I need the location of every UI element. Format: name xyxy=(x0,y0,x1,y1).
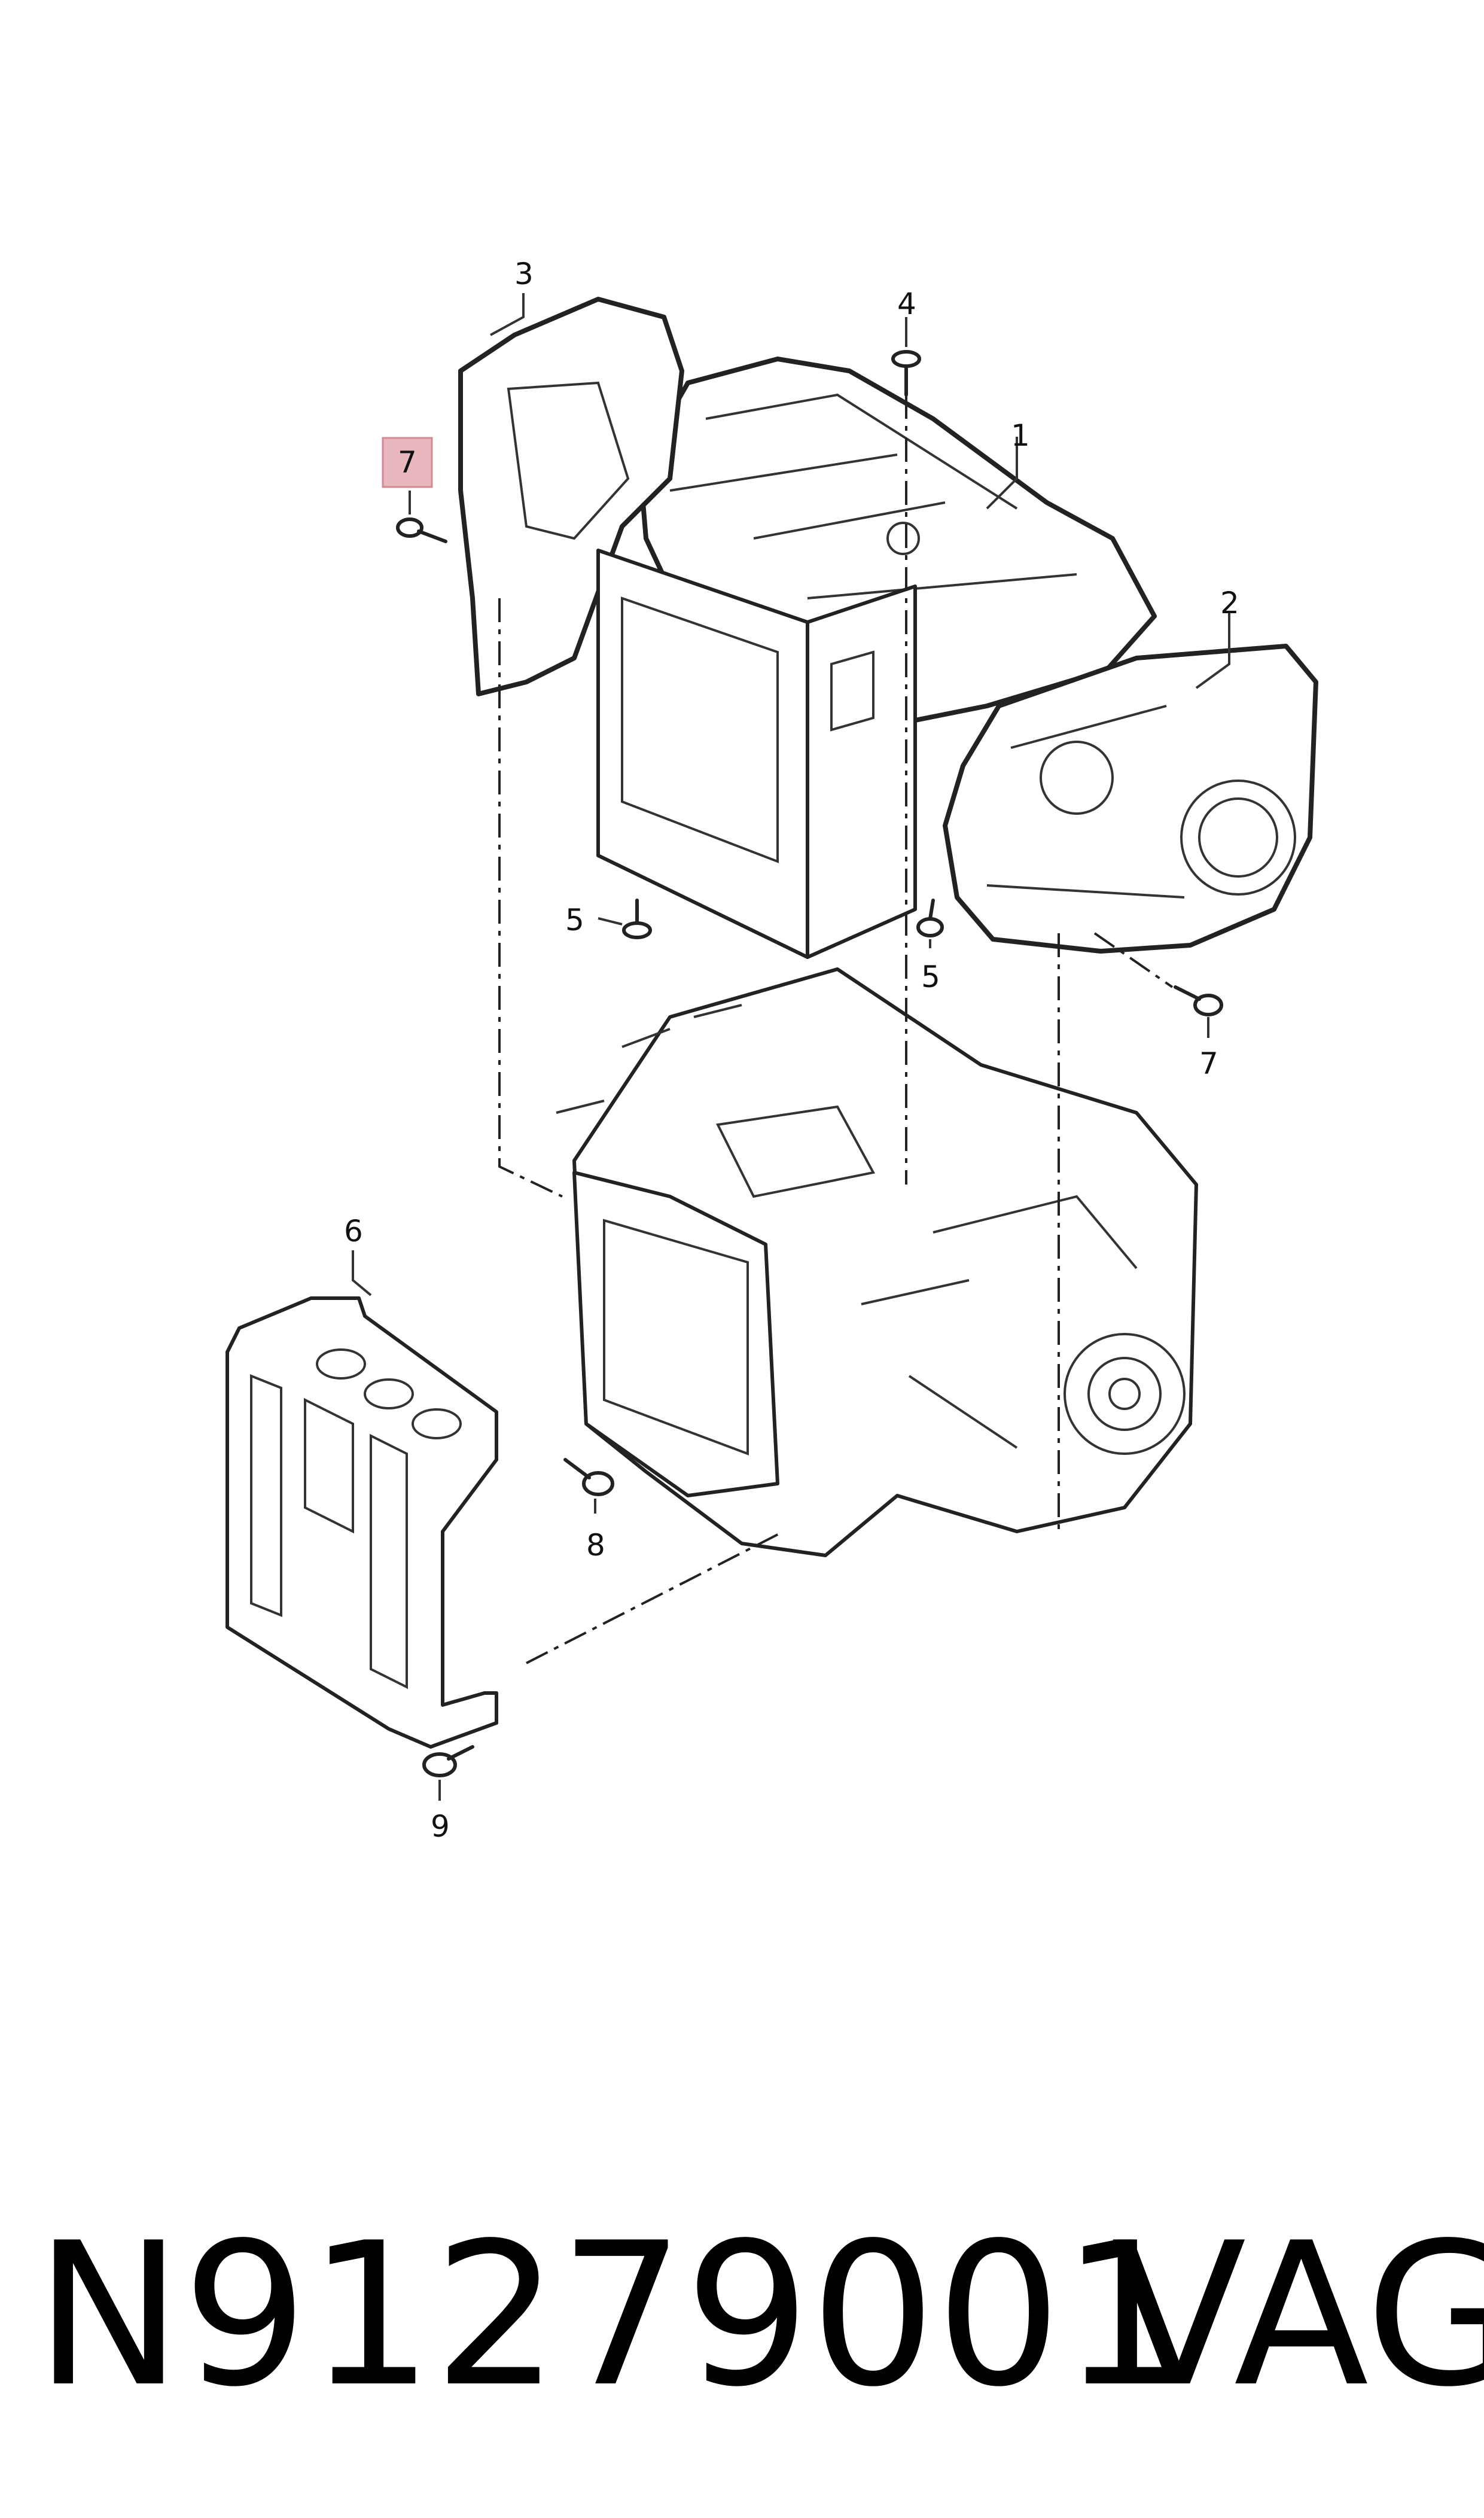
callout-1: 1 xyxy=(1011,418,1030,453)
callout-6: 6 xyxy=(344,1214,363,1249)
callout-8: 8 xyxy=(586,1528,605,1563)
bolt-8 xyxy=(563,1458,614,1496)
bolt-5-left xyxy=(622,899,652,939)
callout-7-right: 7 xyxy=(1199,1046,1218,1081)
left-heat-shield xyxy=(458,297,684,696)
control-module xyxy=(596,549,917,959)
bolt-4 xyxy=(891,350,921,397)
brand-name: VAG xyxy=(1111,2200,1484,2430)
assembly-lines xyxy=(498,395,1174,1664)
part-number: N91279001 xyxy=(35,2200,1187,2430)
leader-lines xyxy=(352,293,1230,1801)
bolt-9 xyxy=(422,1745,474,1777)
callout-7-highlight xyxy=(382,437,433,488)
callout-9: 9 xyxy=(431,1809,450,1844)
callout-7-left: 7 xyxy=(398,445,417,480)
bolt-5-right xyxy=(916,899,944,937)
callout-4: 4 xyxy=(897,287,916,321)
callout-2: 2 xyxy=(1220,586,1239,620)
callout-5-right: 5 xyxy=(921,960,940,994)
bolt-7-right xyxy=(1174,985,1223,1016)
callout-5-left: 5 xyxy=(565,903,584,937)
bolt-7-left xyxy=(396,517,447,543)
callout-3: 3 xyxy=(514,257,534,291)
bracket xyxy=(226,1296,498,1749)
side-heat-shield xyxy=(943,644,1318,954)
drive-unit xyxy=(556,967,1198,1557)
